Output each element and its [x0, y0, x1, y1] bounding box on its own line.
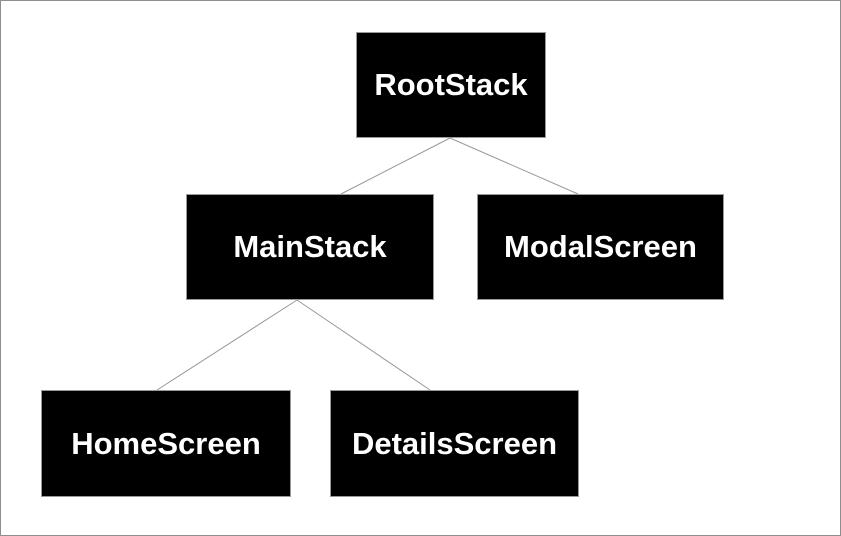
node-detailsscreen-label: DetailsScreen [351, 425, 558, 461]
node-mainstack-label: MainStack [233, 229, 387, 264]
node-mainstack: MainStack [186, 194, 434, 300]
node-detailsscreen: DetailsScreen [330, 390, 579, 497]
edge-rootstack-modalscreen [449, 137, 579, 195]
node-modalscreen: ModalScreen [477, 194, 724, 300]
edge-mainstack-homescreen [156, 299, 298, 391]
edge-rootstack-mainstack [340, 137, 451, 195]
edge-mainstack-detailsscreen [296, 299, 431, 391]
node-homescreen: HomeScreen [41, 390, 291, 497]
node-rootstack: RootStack [356, 32, 546, 138]
node-rootstack-label: RootStack [374, 67, 528, 102]
node-homescreen-label: HomeScreen [71, 425, 261, 461]
node-modalscreen-label: ModalScreen [504, 229, 697, 264]
